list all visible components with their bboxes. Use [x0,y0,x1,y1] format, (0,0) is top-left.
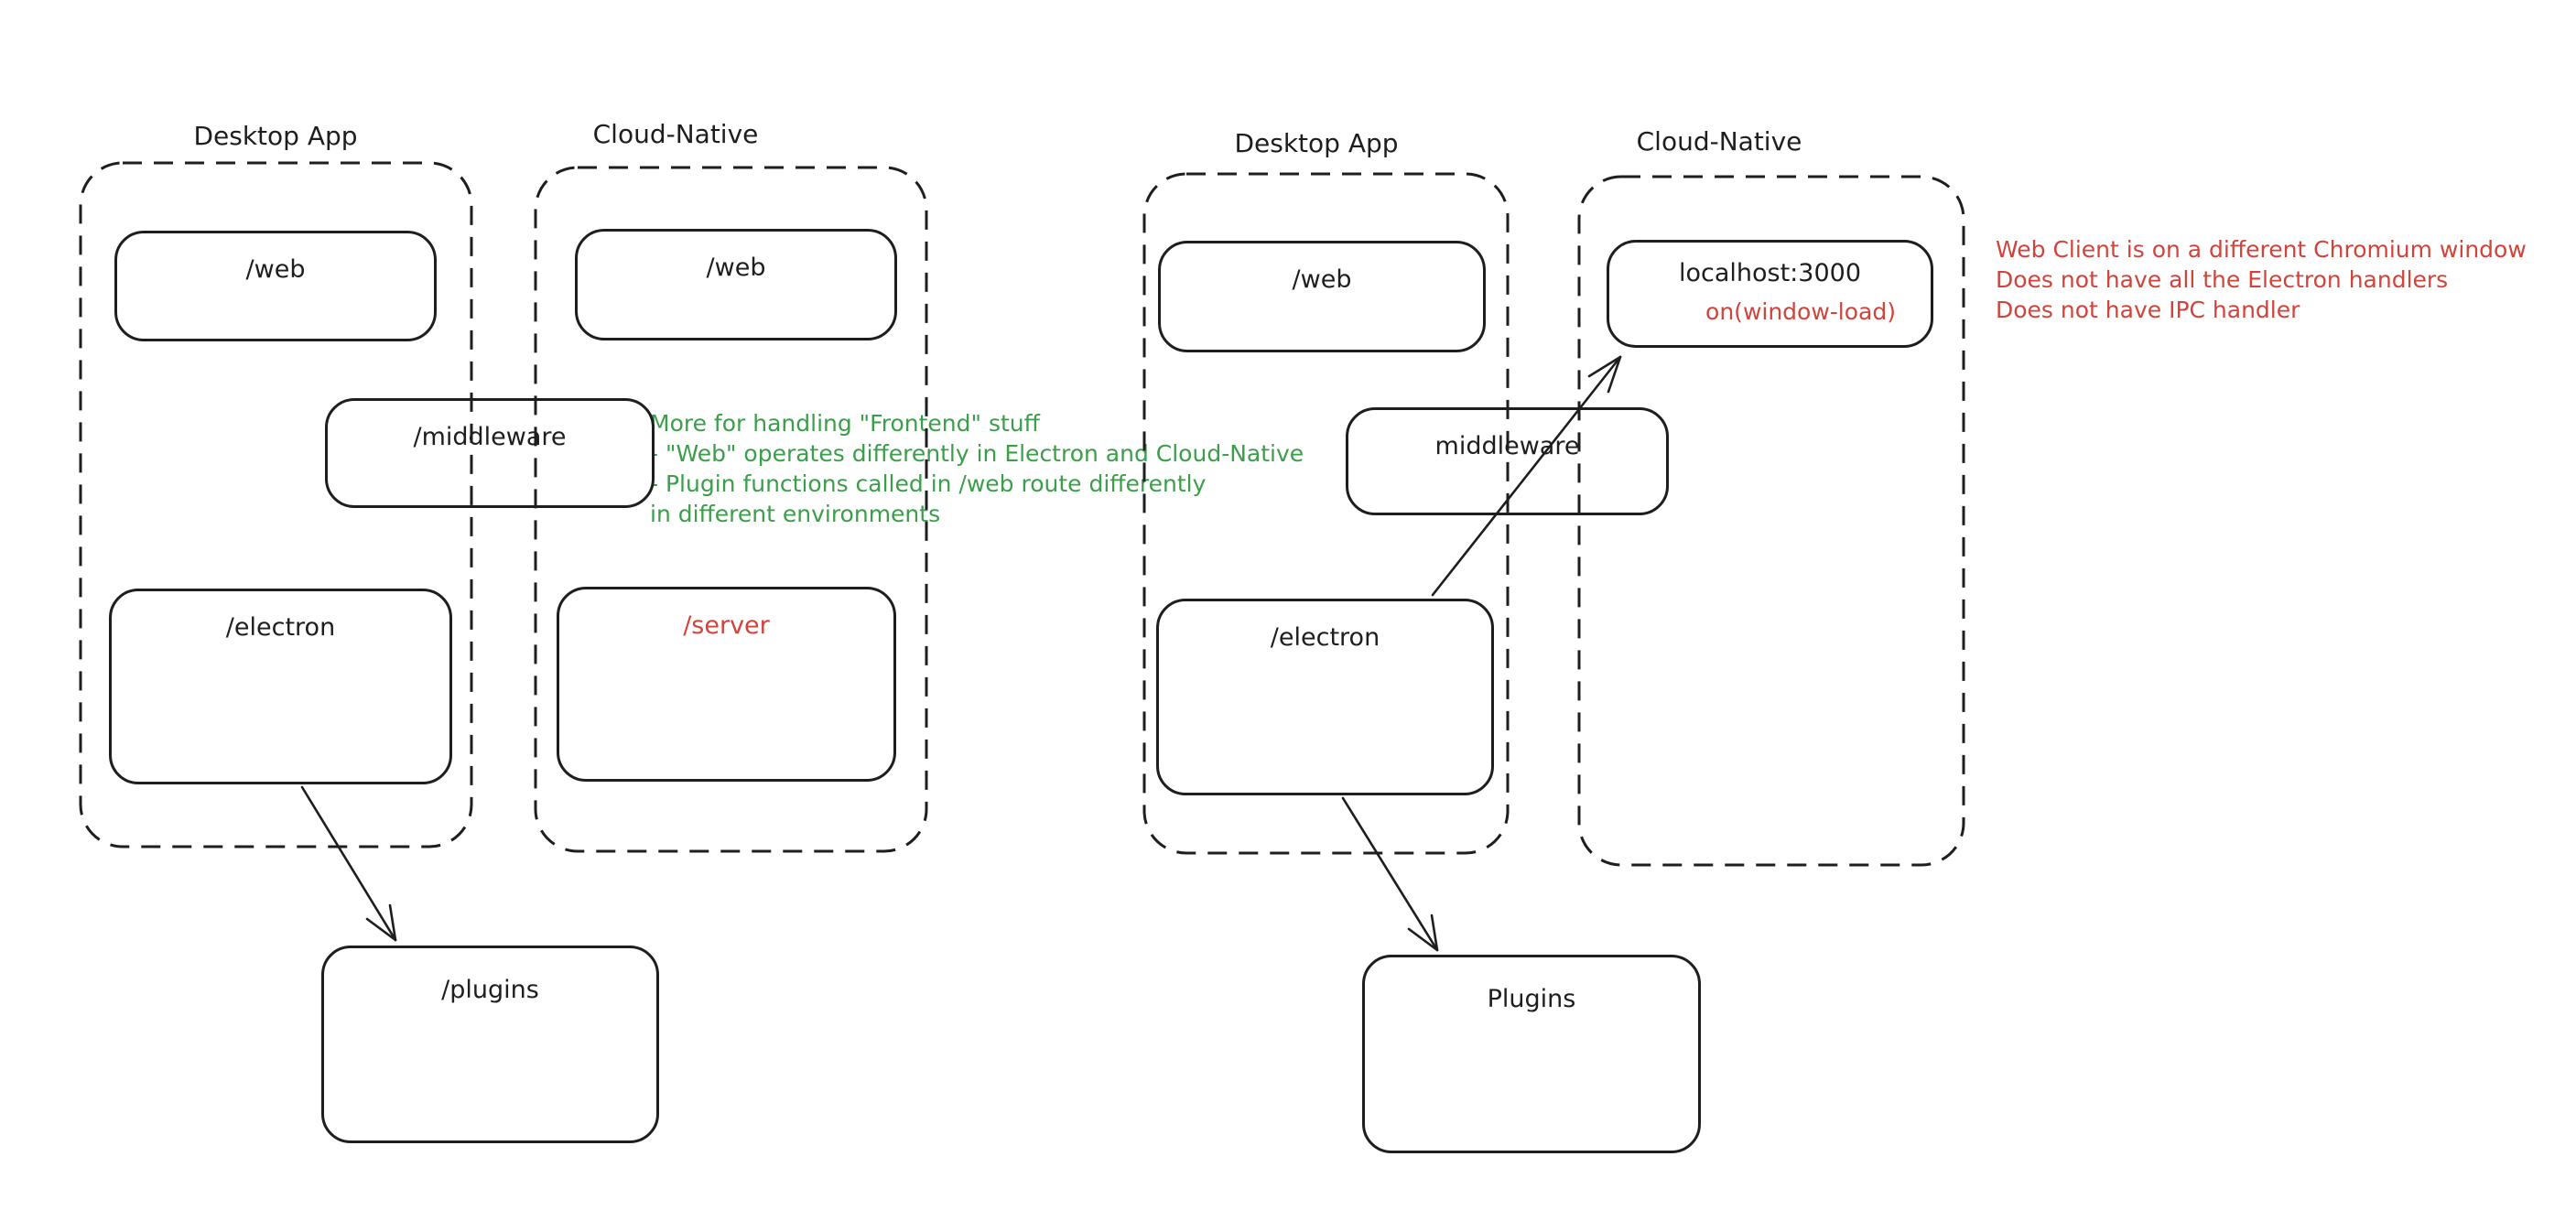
green-annotation-line: - "Web" operates differently in Electron… [650,440,1304,467]
localhost-label: localhost:3000 [1678,259,1861,287]
red-annotation-line: Web Client is on a different Chromium wi… [1996,236,2527,263]
right-desktop-web-box: /web [1158,241,1486,352]
right-plugins-label: Plugins [1487,985,1576,1013]
left-server-box: /server [557,587,896,782]
left-desktop-web-label: /web [245,255,306,284]
right-localhost-box: localhost:3000 on(window-load) [1607,240,1933,348]
right-plugins-box: Plugins [1362,955,1701,1153]
right-cloud-native-title: Cloud-Native [1636,126,1802,157]
left-electron-label: /electron [225,613,336,642]
green-annotation-line: - Plugin functions called in /web route … [650,470,1207,497]
left-desktop-app-title: Desktop App [193,121,358,151]
left-cloud-web-label: /web [706,254,766,282]
left-server-label: /server [683,611,770,640]
red-annotation-line: Does not have all the Electron handlers [1996,266,2449,293]
right-electron-box: /electron [1156,599,1494,795]
left-plugins-label: /plugins [441,976,539,1004]
left-plugins-box: /plugins [321,946,659,1143]
green-annotation-line: in different environments [650,501,941,527]
right-electron-label: /electron [1270,623,1380,652]
right-desktop-web-label: /web [1292,265,1352,294]
left-middleware-box: /middleware [325,398,655,508]
red-annotation: Web Client is on a different Chromium wi… [1996,234,2527,325]
green-annotation-line: More for handling "Frontend" stuff [650,410,1040,437]
arrow-right-electron-to-plugins [1341,796,1439,952]
left-desktop-web-box: /web [114,231,437,341]
right-desktop-app-title: Desktop App [1234,128,1399,158]
left-cloud-web-box: /web [575,229,897,340]
left-electron-box: /electron [109,589,452,784]
left-cloud-native-title: Cloud-Native [592,119,759,149]
right-middleware-box: middleware [1346,407,1669,515]
green-annotation: More for handling "Frontend" stuff - "We… [650,408,1304,529]
red-annotation-line: Does not have IPC handler [1996,297,2300,323]
arrow-left-electron-to-plugins [300,785,397,942]
right-middleware-label: middleware [1434,432,1580,460]
window-load-label: on(window-load) [1705,298,1896,325]
left-middleware-label: /middleware [413,423,567,451]
